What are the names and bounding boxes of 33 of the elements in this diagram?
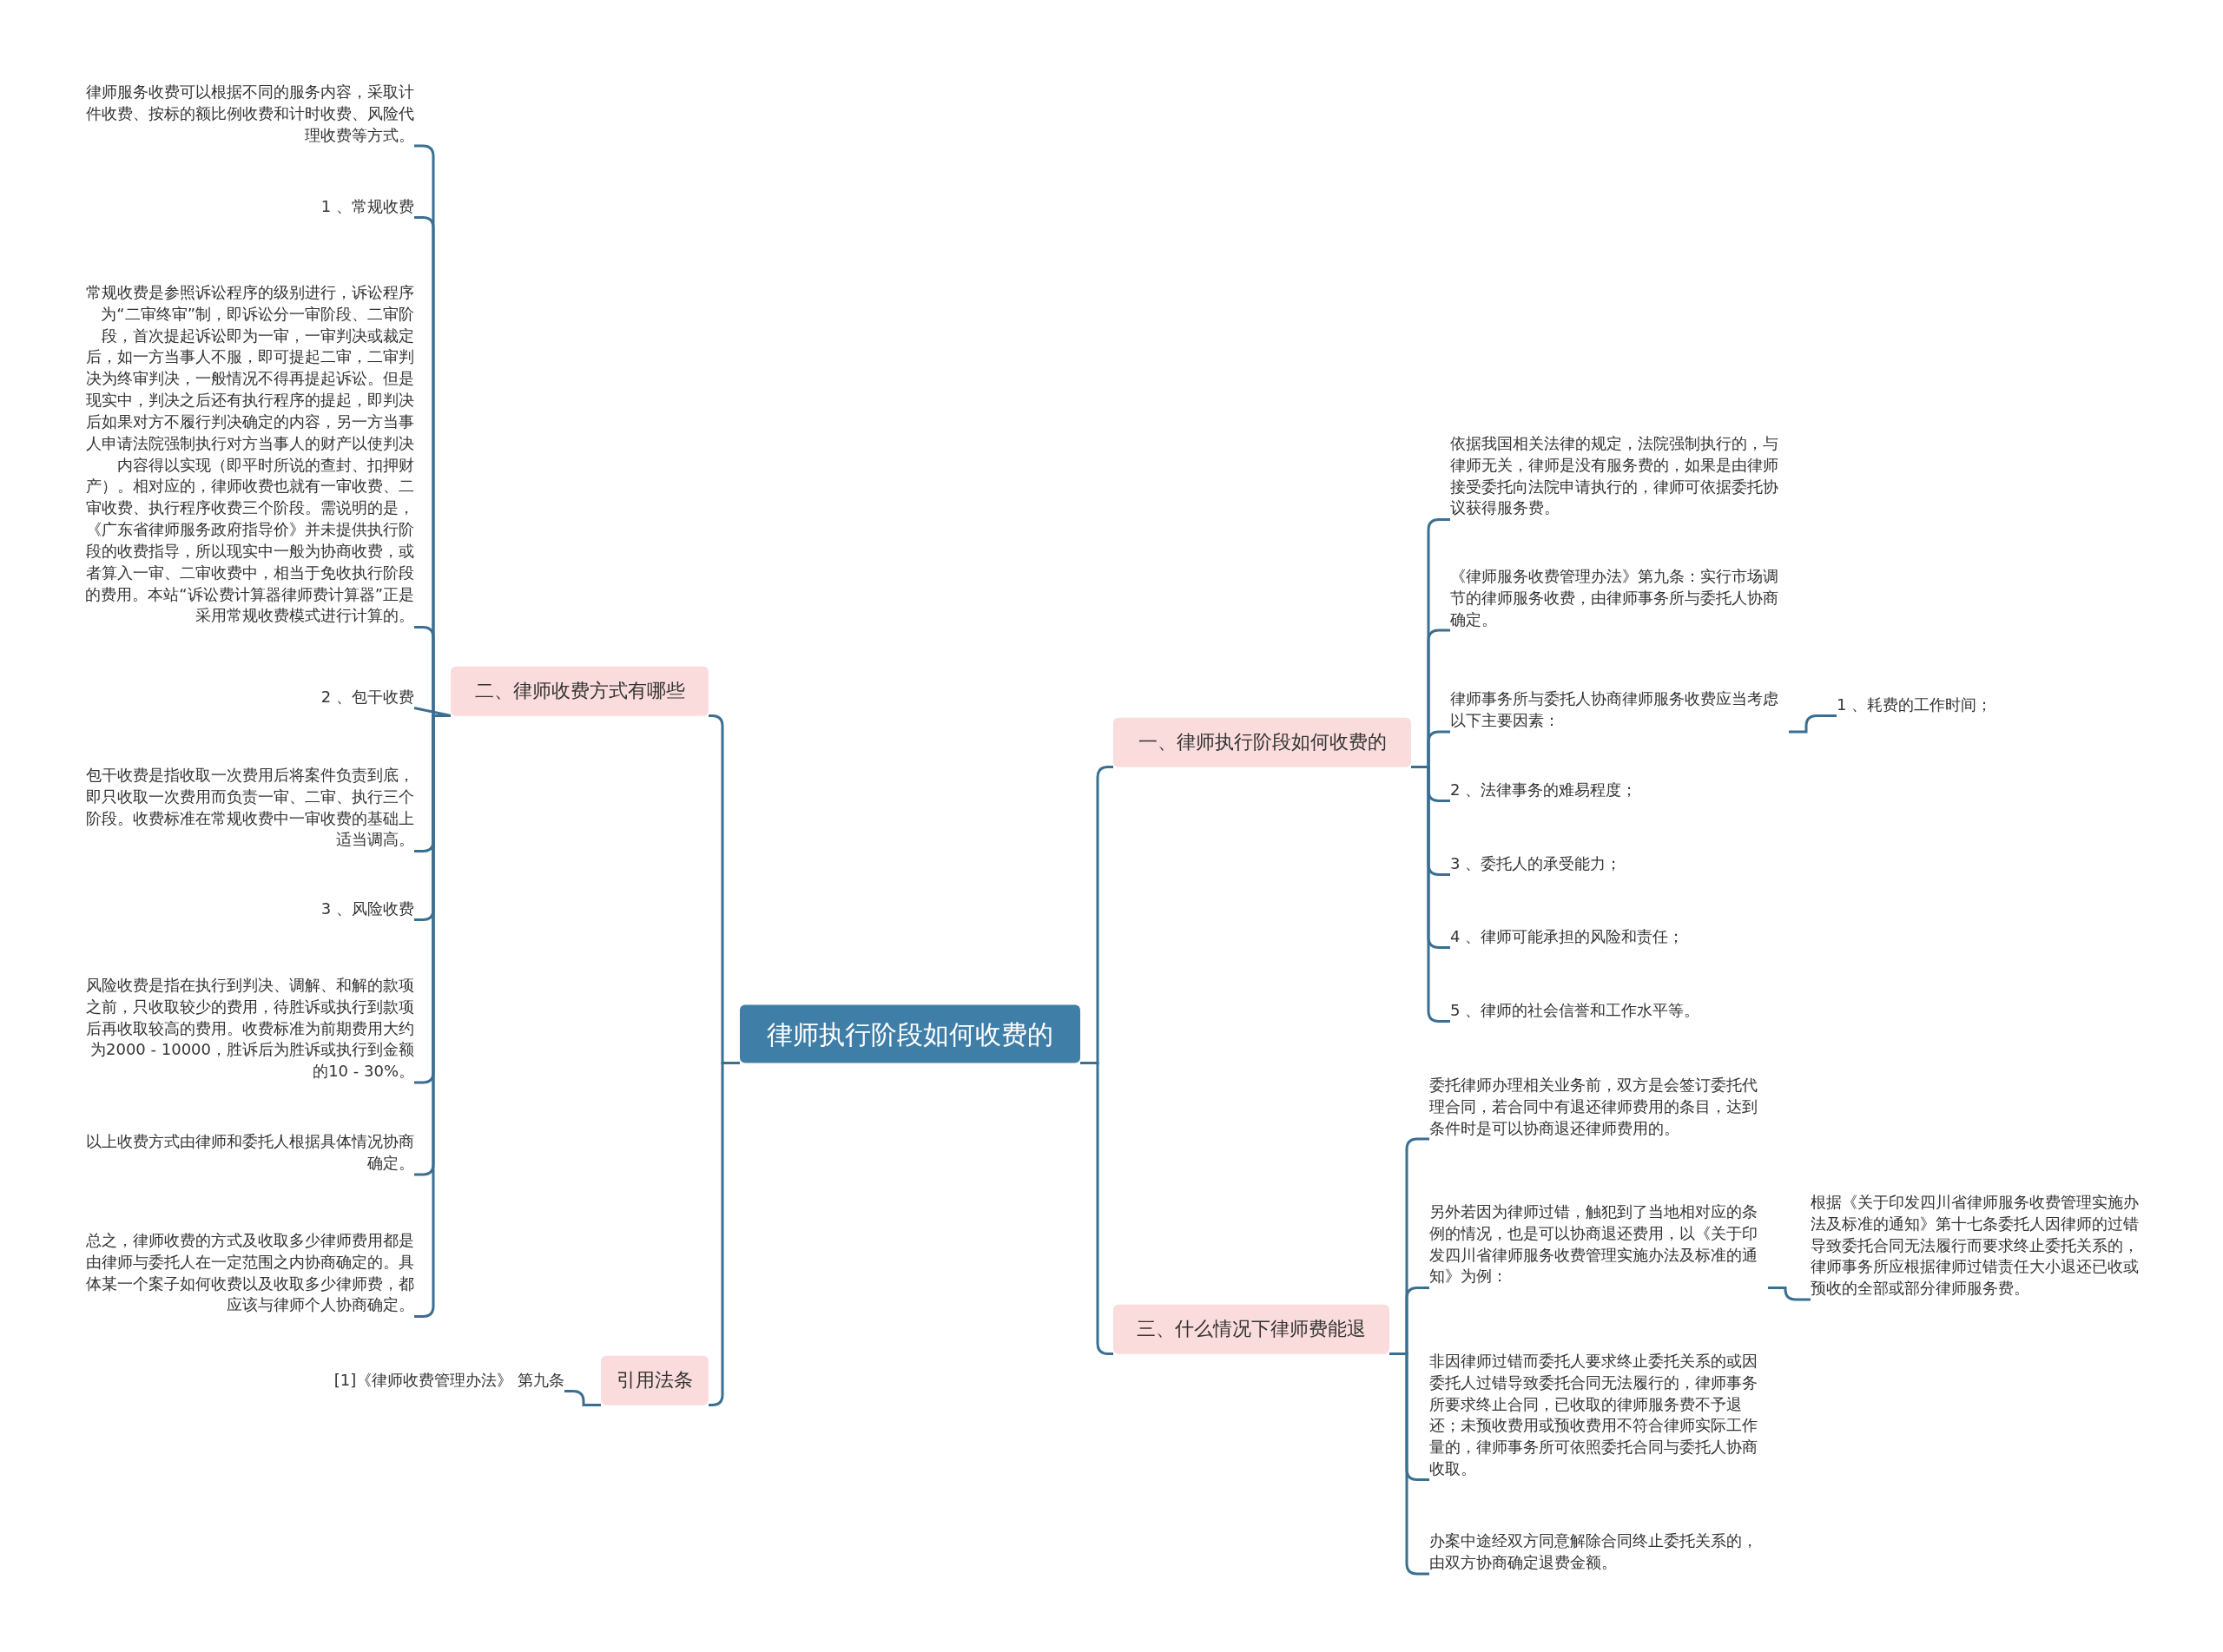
topic-text: 以上收费方式由律师和委托人根据具体情况协商确定。 <box>76 1131 414 1175</box>
connector-line <box>1768 1287 1811 1301</box>
connector-line <box>413 707 452 717</box>
branch-topic-box: 二、律师收费方式有哪些 <box>451 666 709 716</box>
connector-line <box>1080 1062 1113 1355</box>
topic-text: 律师服务收费可以根据不同的服务内容，采取计件收费、按标的额比例收费和计时收费、风险代理收费等方式。 <box>76 81 414 147</box>
topic-text: [1]《律师收费管理办法》 第九条 <box>304 1369 564 1392</box>
topic-text: 3 、风险收费 <box>76 898 414 920</box>
connector-line <box>564 1390 601 1406</box>
topic-text: 常规收费是参照诉讼程序的级别进行，诉讼程序为“二审终审”制，即诉讼分一审阶段、二审阶段，首次提起诉讼即为一审，一审判决或裁定后，如一方当事人不服，即可提起二审，二审判决为终审判决，一般情况不得再提起诉讼。但是现实中，判决之后还有执行程序的提起，即判决后如果对方不履行判决确定的内容，另一方当事人申请法院强制执行对方当事人的财产以使判决内容得以实现（即平时所说的查封、扣押财产）。相对应的，律师收费也就有一审收费、二审收费、执行程序收费三个阶段。需说明的是，《广东省律师服务政府指导价》并未提供执行阶段的收费指导，所以现实中一般为协商收费，或者算入一审、二审收费中，相当于免收执行阶段的费用。本站“诉讼费计算器律师费计算器”正是采用常规收费模式进行计算的。 <box>76 282 414 628</box>
topic-text: 4 、律师可能承担的风险和责任； <box>1450 925 1789 948</box>
topic-text: 办案中途经双方同意解除合同终止委托关系的，由双方协商确定退费金额。 <box>1429 1530 1768 1574</box>
topic-text: 包干收费是指收取一次费用后将案件负责到底，即只收取一次费用而负责一审、二审、执行三个阶段。收费标准在常规收费中一审收费的基础上适当调高。 <box>76 765 414 852</box>
branch-topic-box: 三、什么情况下律师费能退 <box>1113 1304 1389 1354</box>
topic-text: 依据我国相关法律的规定，法院强制执行的，与律师无关，律师是没有服务费的，如果是由律师接受委托向法院申请执行的，律师可依据委托协议获得服务费。 <box>1450 433 1789 520</box>
topic-text: 1 、耗费的工作时间； <box>1837 694 2062 716</box>
topic-text: 风险收费是指在执行到判决、调解、和解的款项之前，只收取较少的费用，待胜诉或执行到款项后再收取较高的费用。收费标准为前期费用大约为2000 - 10000，胜诉后为胜诉或执行到金额的10 - 30%。 <box>76 974 414 1083</box>
topic-text: 律师事务所与委托人协商律师服务收费应当考虑以下主要因素： <box>1450 688 1789 732</box>
topic-text: 5 、律师的社会信誉和工作水平等。 <box>1450 999 1789 1022</box>
topic-text: 另外若因为律师过错，触犯到了当地相对应的条例的情况，也是可以协商退还费用，以《关于印发四川省律师服务收费管理实施办法及标准的通知》为例： <box>1429 1201 1768 1288</box>
topic-text: 根据《关于印发四川省律师服务收费管理实施办法及标准的通知》第十七条委托人因律师的过错导致委托合同无法履行而要求终止委托关系的，律师事务所应根据律师过错责任大小退还已收或预收的全部或部分律师服务费。 <box>1811 1191 2149 1300</box>
branch-topic-box: 引用法条 <box>601 1355 709 1405</box>
topic-text: 3 、委托人的承受能力； <box>1450 852 1789 875</box>
topic-text: 2 、法律事务的难易程度； <box>1450 779 1789 801</box>
topic-text: 总之，律师收费的方式及收取多少律师费用都是由律师与委托人在一定范围之内协商确定的。具体某一个案子如何收费以及收取多少律师费，都应该与律师个人协商确定。 <box>76 1230 414 1317</box>
central-topic-box: 律师执行阶段如何收费的 <box>740 1004 1080 1063</box>
topic-text: 《律师服务收费管理办法》第九条：实行市场调节的律师服务收费，由律师事务所与委托人协商确定。 <box>1450 565 1789 631</box>
branch-topic-box: 一、律师执行阶段如何收费的 <box>1113 717 1411 767</box>
connector-line <box>1789 714 1837 734</box>
topic-text: 委托律师办理相关业务前，双方是会签订委托代理合同，若合同中有退还律师费用的条目，达到条件时是可以协商退还律师费用的。 <box>1429 1074 1768 1140</box>
topic-text: 非因律师过错而委托人要求终止委托关系的或因委托人过错导致委托合同无法履行的，律师事务所要求终止合同，已收取的律师服务费不予退还；未预收费用或预收费用不符合律师实际工作量的，律师事务所可依照委托合同与委托人协商收取。 <box>1429 1350 1768 1480</box>
topic-text: 2 、包干收费 <box>76 686 414 708</box>
topic-text: 1 、常规收费 <box>76 195 414 218</box>
